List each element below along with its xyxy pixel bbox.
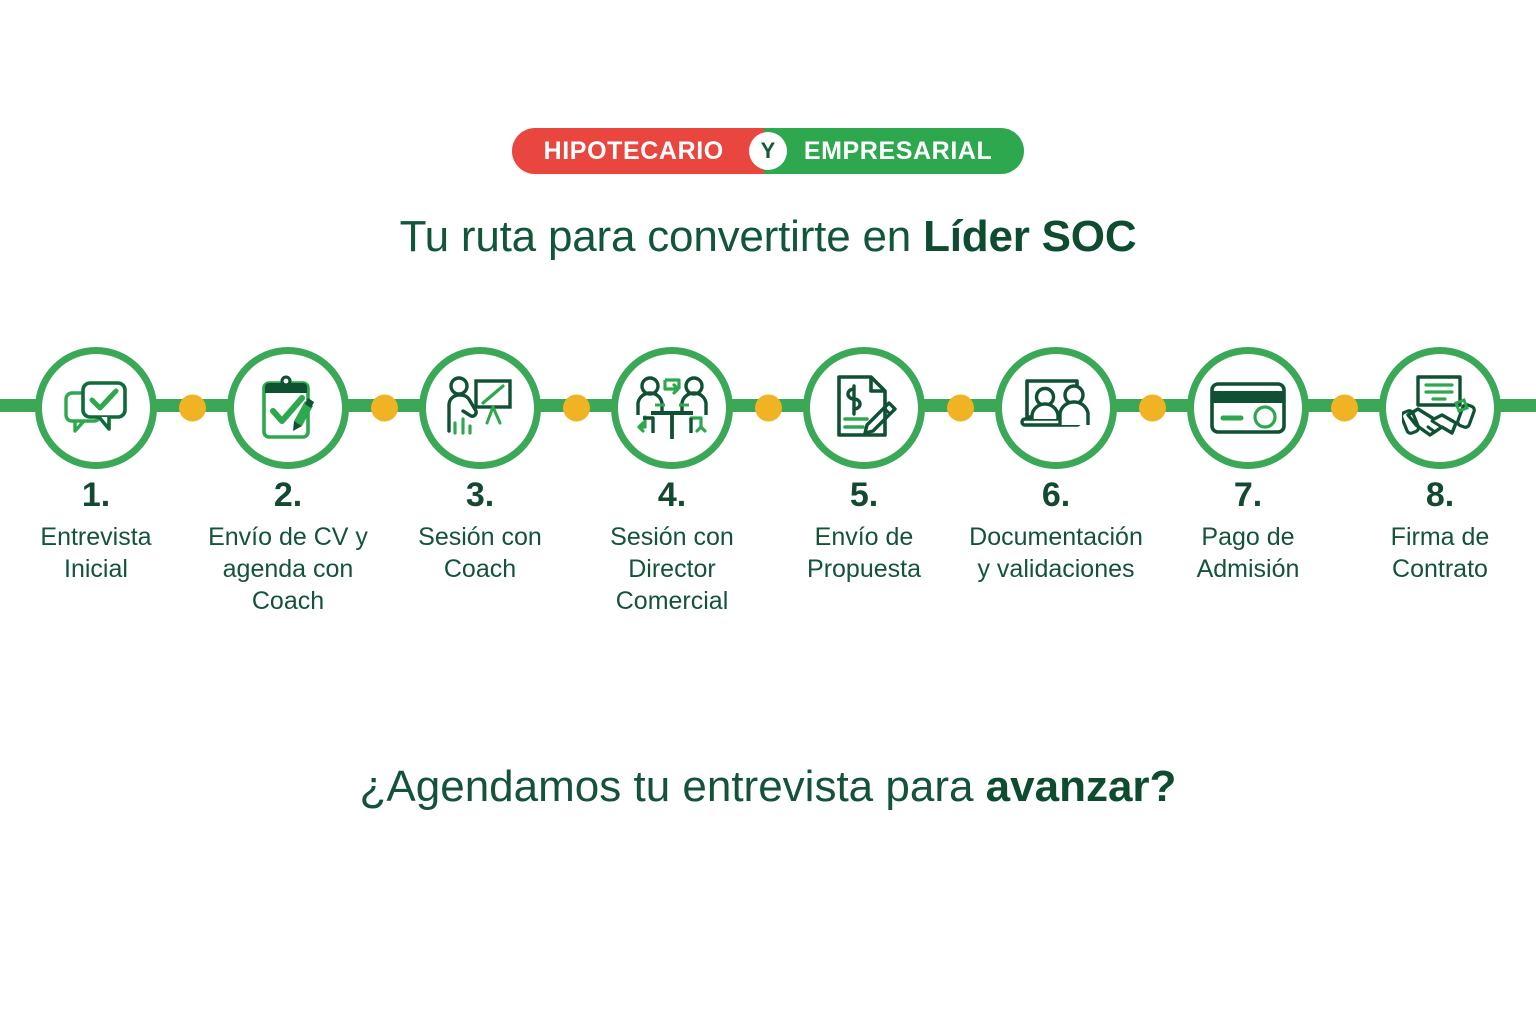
connector-dot-4 — [755, 394, 782, 421]
step-label-2: Envío de CV y agenda con Coach — [208, 523, 368, 616]
chat-bubbles-check-icon — [64, 380, 127, 433]
step-circle-3[interactable] — [419, 346, 541, 469]
step-number-1: 1. — [81, 476, 111, 514]
step-label-1: Entrevista Inicial — [40, 523, 152, 584]
timeline-node-2[interactable] — [192, 340, 398, 475]
step-circle-8[interactable] — [1379, 346, 1501, 469]
badge-conjunction-y: Y — [748, 132, 787, 170]
timeline-node-3[interactable] — [384, 340, 590, 475]
page-title-bold: Líder SOC — [923, 212, 1137, 261]
connector-dot-6 — [1139, 394, 1166, 421]
badge-empresarial-label: EMPRESARIAL — [763, 128, 1025, 174]
step-caption-5: 5. Envío de Propuesta — [768, 476, 960, 585]
category-badge: HIPOTECARIO Y EMPRESARIAL — [511, 128, 1025, 174]
process-timeline — [0, 340, 1536, 475]
step-label-3: Sesión con Coach — [418, 523, 542, 584]
clipboard-check-pen-icon — [262, 375, 314, 439]
step-caption-7: 7. Pago de Admisión — [1152, 476, 1344, 585]
cta-normal: ¿Agendamos tu entrevista para — [359, 762, 986, 811]
step-circle-6[interactable] — [995, 346, 1117, 469]
timeline-node-8[interactable] — [1344, 340, 1536, 475]
step-label-7: Pago de Admisión — [1196, 523, 1300, 584]
step-number-3: 3. — [465, 476, 495, 514]
document-dollar-pencil-icon — [837, 374, 897, 437]
step-circle-7[interactable] — [1187, 346, 1309, 469]
timeline-node-6[interactable] — [960, 340, 1166, 475]
step-caption-8: 8. Firma de Contrato — [1344, 476, 1536, 585]
step-number-8: 8. — [1425, 476, 1455, 514]
connector-dot-2 — [371, 394, 398, 421]
badge-hipotecario-label: HIPOTECARIO — [511, 128, 764, 174]
timeline-node-1[interactable] — [0, 340, 206, 475]
connector-dot-1 — [179, 394, 206, 421]
step-captions: 1. Entrevista Inicial 2. Envío de CV y a… — [0, 476, 1536, 617]
connector-dot-7 — [1331, 394, 1358, 421]
presenter-whiteboard-icon — [447, 375, 512, 435]
step-caption-4: 4. Sesión con Director Comercial — [576, 476, 768, 617]
cta-bold: avanzar? — [985, 762, 1177, 811]
connector-dot-3 — [563, 394, 590, 421]
step-caption-1: 1. Entrevista Inicial — [0, 476, 192, 585]
step-caption-6: 6. Documentación y validaciones — [960, 476, 1152, 585]
handshake-document-icon — [1402, 374, 1476, 437]
screen-two-people-icon — [1020, 378, 1090, 427]
timeline-node-5[interactable] — [768, 340, 974, 475]
step-caption-2: 2. Envío de CV y agenda con Coach — [192, 476, 384, 617]
step-number-2: 2. — [273, 476, 303, 514]
page-title: Tu ruta para convertirte en Líder SOC — [0, 212, 1536, 262]
page-title-normal: Tu ruta para convertirte en — [399, 212, 924, 261]
step-label-8: Firma de Contrato — [1390, 523, 1490, 584]
timeline-nodes — [0, 340, 1536, 475]
two-people-table-exchange-icon — [636, 375, 708, 439]
step-label-5: Envío de Propuesta — [807, 523, 921, 584]
timeline-node-7[interactable] — [1152, 340, 1358, 475]
call-to-action-text: ¿Agendamos tu entrevista para avanzar? — [0, 762, 1536, 812]
step-caption-3: 3. Sesión con Coach — [384, 476, 576, 585]
step-number-5: 5. — [849, 476, 879, 514]
step-label-4: Sesión con Director Comercial — [610, 523, 734, 616]
step-number-6: 6. — [1041, 476, 1071, 514]
timeline-node-4[interactable] — [576, 340, 782, 475]
connector-dot-5 — [947, 394, 974, 421]
category-badge-container: HIPOTECARIO Y EMPRESARIAL — [0, 128, 1536, 174]
step-circle-5[interactable] — [803, 346, 925, 469]
step-label-6: Documentación y validaciones — [969, 523, 1143, 584]
step-circle-1[interactable] — [35, 346, 157, 469]
step-number-7: 7. — [1233, 476, 1263, 514]
credit-card-icon — [1210, 381, 1286, 434]
step-circle-2[interactable] — [227, 346, 349, 469]
step-number-4: 4. — [657, 476, 687, 514]
step-circle-4[interactable] — [611, 346, 733, 469]
